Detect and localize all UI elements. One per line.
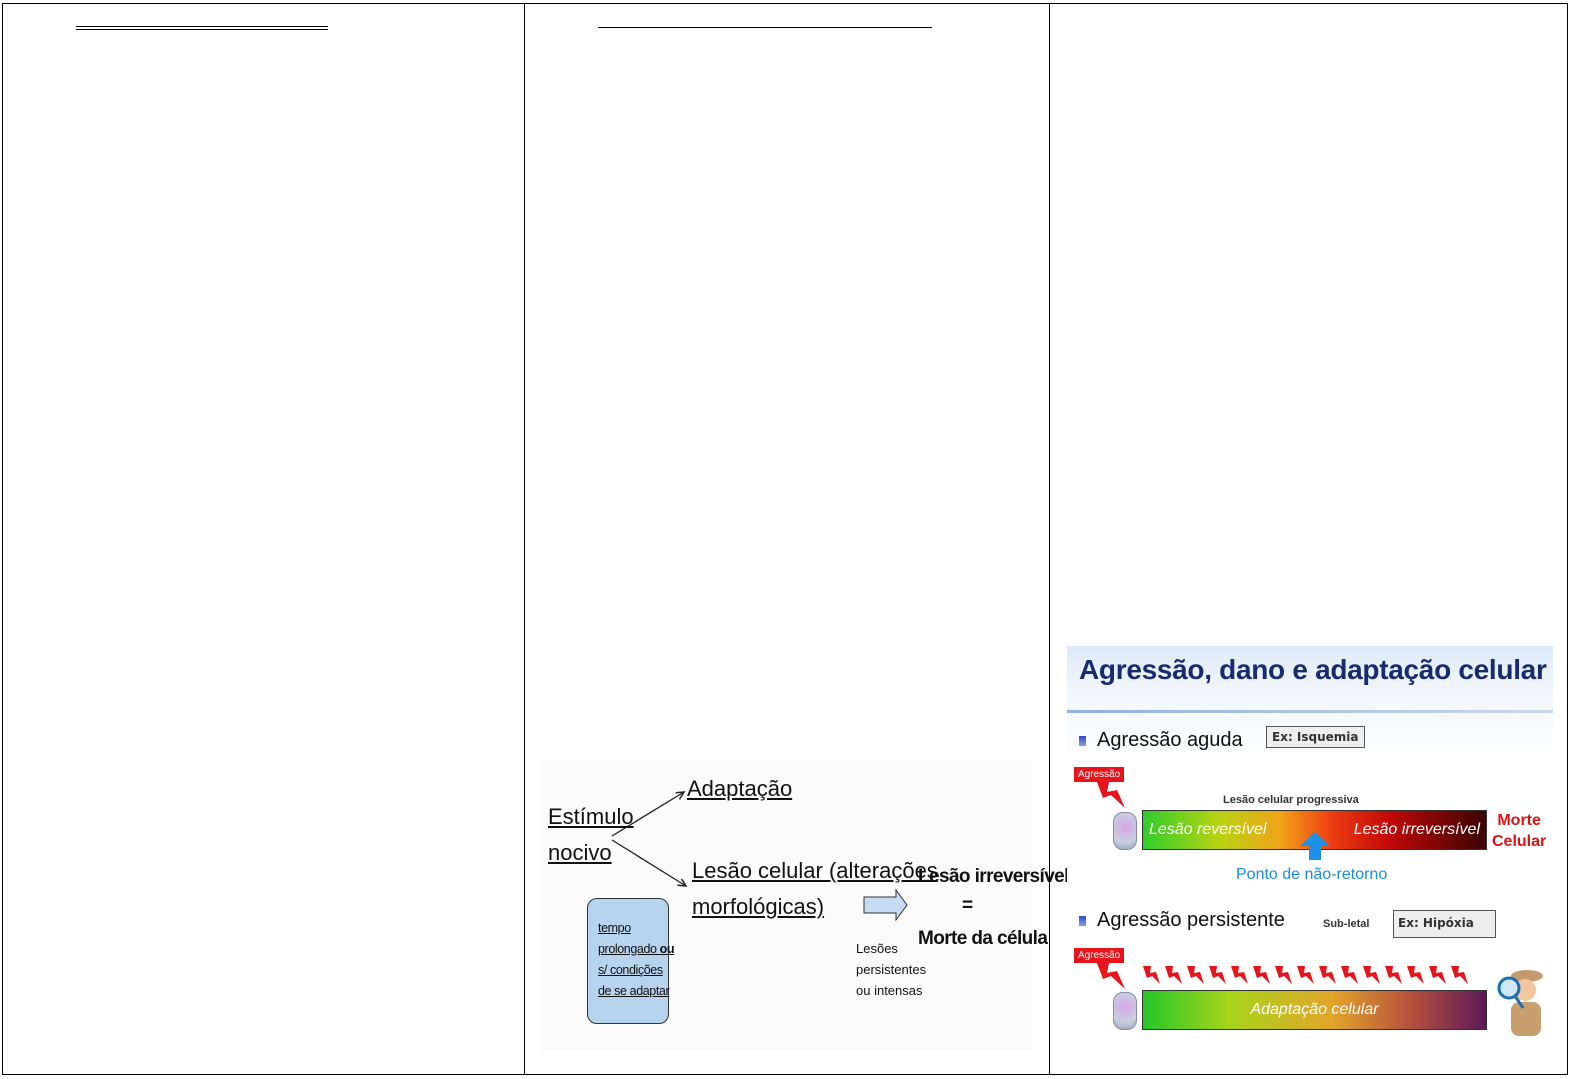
stimulus-label-line2: nocivo [548, 840, 612, 866]
slide-title-rule [1067, 710, 1553, 713]
detective-magnifier-icon [1497, 968, 1547, 1038]
bullet-icon [1079, 736, 1086, 746]
cell-death-line1: Morte [1497, 812, 1541, 829]
note-line2: prolongado ou [598, 942, 674, 956]
lightning-bolt-icon [1095, 963, 1129, 991]
progress-caption: Lesão celular progressiva [1223, 794, 1359, 806]
adaptation-bar-label: Adaptação celular [1143, 1001, 1486, 1019]
adaptation-label: Adaptação [687, 776, 792, 802]
arrow-note-line2: persistentes [856, 962, 926, 977]
arrow-to-injury [612, 840, 686, 886]
cell-death-line2: Celular [1492, 833, 1546, 850]
persistent-heading: Agressão persistente [1097, 909, 1285, 932]
column-2-heading-rule [598, 27, 932, 28]
column-divider-2 [1049, 3, 1050, 1075]
note-line2-or: ou [660, 942, 674, 956]
note-line4: de se adaptar [598, 984, 669, 998]
note-line3: s/ condições [598, 963, 663, 977]
stimulus-label-line1: Estímulo [548, 804, 634, 830]
block-arrow-to-result [864, 890, 907, 920]
note-line2-a: prolongado [598, 942, 660, 956]
column-1-heading-rule [76, 26, 328, 30]
adaptation-bar: Adaptação celular [1142, 990, 1487, 1030]
acute-heading: Agressão aguda [1097, 729, 1243, 752]
note-line1: tempo [598, 921, 631, 935]
arrow-note-line1: Lesões [856, 941, 898, 956]
cell-icon [1113, 992, 1137, 1030]
repeated-aggression-bolts-icon [1143, 964, 1483, 986]
sublethal-label: Sub-letal [1323, 918, 1369, 930]
cell-death-label: Morte Celular [1492, 810, 1546, 852]
aggression-adaptation-slide: Agressão, dano e adaptação celular Agres… [1067, 646, 1553, 1044]
up-arrow-icon [1300, 832, 1330, 860]
persistent-example-box: Ex: Hipóxia [1393, 910, 1496, 938]
irreversible-label: Lesão irreversível [1354, 821, 1480, 839]
injury-label-line1: Lesão celular (alterações [692, 858, 938, 884]
result-line1: Lesão irreversível [918, 866, 1069, 888]
condition-note-box: tempo prolongado ou s/ condições de se a… [587, 898, 669, 1024]
acute-example-box: Ex: Isquemia [1266, 726, 1365, 748]
cell-icon [1113, 812, 1137, 850]
cell-injury-flowchart: Estímulo nocivo Adaptação Lesão celular … [540, 760, 1032, 1050]
result-equals: = [962, 895, 973, 917]
lightning-bolt-icon [1095, 782, 1129, 810]
persistent-aggression-tag: Agressão [1074, 948, 1124, 963]
bullet-icon [1079, 916, 1086, 926]
arrow-note-line3: ou intensas [856, 983, 923, 998]
slide-title: Agressão, dano e adaptação celular [1079, 654, 1547, 686]
column-divider-1 [524, 3, 525, 1075]
acute-aggression-tag: Agressão [1074, 767, 1124, 782]
result-line2: Morte da célula [918, 928, 1047, 950]
injury-label-line2: morfológicas) [692, 894, 824, 920]
no-return-label: Ponto de não-retorno [1236, 866, 1387, 884]
reversible-label: Lesão reversível [1149, 821, 1266, 839]
